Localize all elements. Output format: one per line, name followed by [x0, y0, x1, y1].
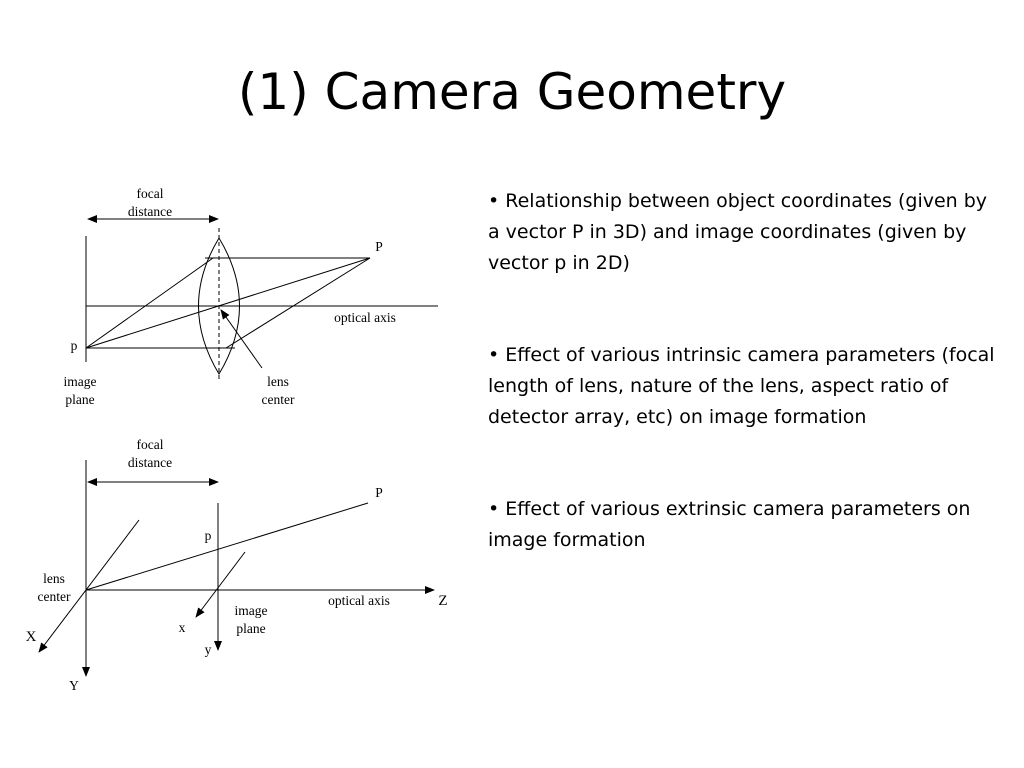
- focal-label-line2: distance: [128, 455, 172, 470]
- ray-top: [85, 257, 214, 349]
- object-point-label: P: [375, 239, 383, 254]
- ray-center: [85, 257, 371, 349]
- image-point-label: p: [71, 338, 78, 353]
- image-plane-label-line1: image: [235, 603, 268, 618]
- axis-Y-label: Y: [69, 678, 79, 693]
- optical-axis-label: optical axis: [334, 310, 396, 325]
- lens-diagram: [85, 215, 438, 380]
- axis-x-small: [195, 551, 246, 618]
- lens-center-pointer: [220, 309, 263, 369]
- bullet-item: • Relationship between object coordinate…: [488, 190, 988, 274]
- lens-center-label-line1: lens: [43, 571, 65, 586]
- lens-shape: [198, 237, 240, 375]
- camera-geometry-figure: focal distance P optical axis p image pl…: [26, 186, 448, 693]
- bullet-item: • Effect of various extrinsic camera par…: [488, 498, 971, 551]
- lens-diagram-labels: focal distance P optical axis p image pl…: [64, 186, 396, 407]
- axis-x-label: x: [179, 620, 186, 635]
- axis-X: [38, 519, 140, 653]
- pinhole-diagram-labels: focal distance P p lens center optical a…: [26, 437, 448, 693]
- image-plane-label-line2: plane: [65, 392, 94, 407]
- projection-ray: [85, 502, 369, 591]
- lens-center-label-line2: center: [262, 392, 295, 407]
- image-point-label: p: [205, 528, 212, 543]
- axis-y-label: y: [205, 642, 212, 657]
- focal-label-line2: distance: [128, 204, 172, 219]
- ray-bottom: [225, 257, 371, 349]
- axis-X-label: X: [26, 629, 37, 645]
- object-point-label: P: [375, 485, 383, 500]
- axis-Z-label: Z: [438, 593, 447, 609]
- page-title: (1) Camera Geometry: [237, 63, 787, 121]
- bullet-list: • Relationship between object coordinate…: [488, 186, 998, 617]
- image-plane-label-line2: plane: [236, 621, 265, 636]
- image-plane-label-line1: image: [64, 374, 97, 389]
- bullet-item: • Effect of various intrinsic camera par…: [488, 344, 995, 428]
- focal-label-line1: focal: [137, 186, 164, 201]
- lens-center-label-line2: center: [38, 589, 71, 604]
- pinhole-diagram: [38, 460, 435, 677]
- optical-axis-label: optical axis: [328, 593, 390, 608]
- lens-center-label-line1: lens: [267, 374, 289, 389]
- focal-label-line1: focal: [137, 437, 164, 452]
